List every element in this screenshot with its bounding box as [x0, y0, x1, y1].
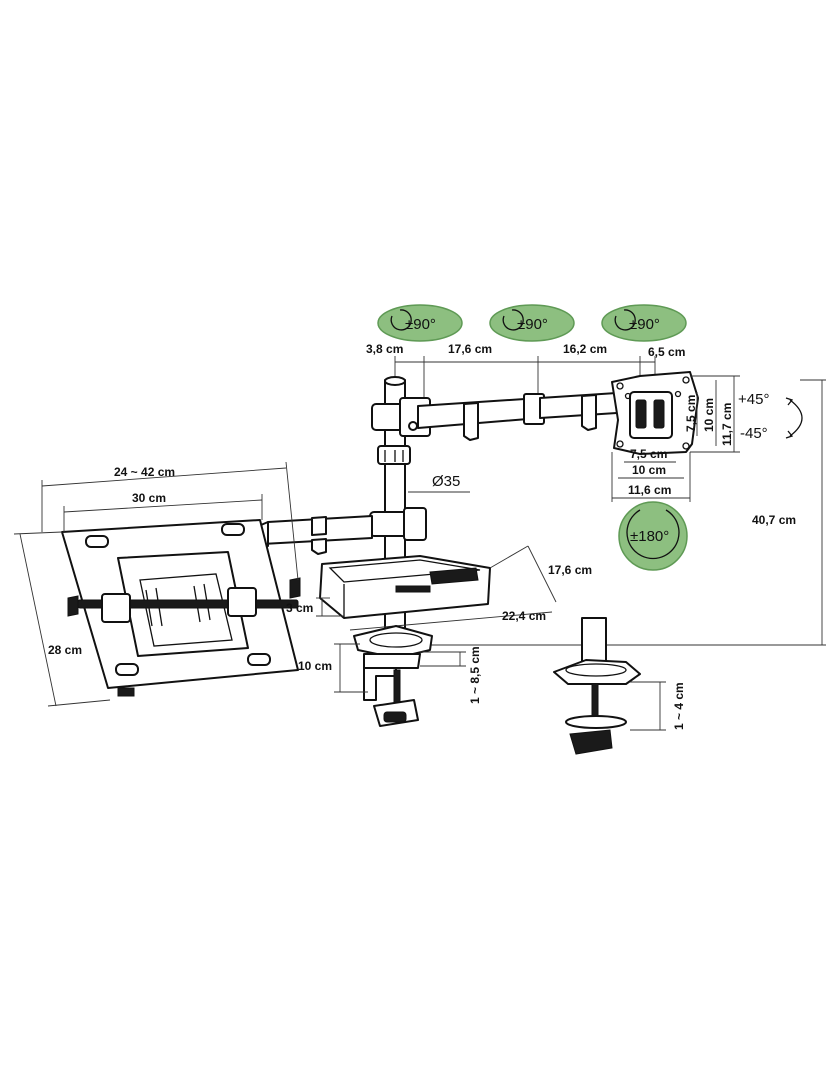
- tray-dims: [316, 545, 557, 631]
- dim-pole-top: 3,8 cm: [366, 342, 403, 356]
- tilt-arrow-icon: [789, 399, 803, 437]
- laptop-dims: [13, 461, 299, 707]
- vesa-plate: [611, 371, 699, 455]
- dim-vesa-10-horizontal: 10 cm: [632, 463, 666, 477]
- dim-tray-width: 22,4 cm: [502, 609, 546, 623]
- tilt-arrow-icon-tail: [785, 430, 794, 439]
- rotate-arrow-icon: [502, 309, 524, 331]
- dim-laptop-depth: 28 cm: [48, 643, 82, 657]
- dim-vesa-10-vertical: 10 cm: [702, 398, 716, 432]
- tilt-down-label: -45°: [740, 425, 768, 442]
- grommet-mount: [553, 617, 641, 755]
- badge-label: ±90°: [517, 316, 548, 333]
- dim-grommet-range: 1 ~ 4 cm: [672, 682, 686, 730]
- dim-arm-outer: 16,2 cm: [563, 342, 607, 356]
- dim-tray-height: 3 cm: [286, 601, 313, 615]
- dim-pole-diameter: Ø35: [432, 473, 460, 490]
- clamp-dims: [334, 643, 466, 693]
- dim-clamp-range: 1 ~ 8,5 cm: [468, 646, 482, 704]
- badge-label: ±90°: [405, 316, 436, 333]
- tilt-arrow-icon-head: [785, 397, 794, 406]
- dim-vesa-7-5-vertical: 7,5 cm: [684, 395, 698, 432]
- badge-label: ±180°: [630, 528, 669, 545]
- dim-clamp-height: 10 cm: [298, 659, 332, 673]
- rotate-arrow-icon: [614, 309, 636, 331]
- rotation-badge-pole: ±90°: [377, 304, 463, 342]
- rotation-badge-elbow: ±90°: [489, 304, 575, 342]
- dim-head-depth: 6,5 cm: [648, 345, 685, 359]
- dim-plate-11-7: 11,7 cm: [720, 403, 734, 446]
- grommet-dims: [630, 681, 666, 731]
- tilt-up-label: +45°: [738, 391, 769, 408]
- rotate-arrow-icon: [626, 509, 680, 560]
- total-height-dim: [430, 379, 826, 646]
- dim-arm-inner: 17,6 cm: [448, 342, 492, 356]
- desk-clamp: [353, 625, 433, 727]
- dim-tray-depth: 17,6 cm: [548, 563, 592, 577]
- rotation-badge-head: ±90°: [601, 304, 687, 342]
- upper-monitor-arm: [371, 391, 633, 441]
- rotation-badge-vesa: ±180°: [618, 501, 688, 571]
- laptop-tray: [61, 519, 301, 697]
- dim-total-height: 40,7 cm: [752, 513, 796, 527]
- vesa-horizontal-dims: [611, 452, 691, 502]
- dim-laptop-width-range: 24 ~ 42 cm: [114, 465, 175, 479]
- dim-laptop-inner-width: 30 cm: [132, 491, 166, 505]
- dim-vesa-7-5-horizontal: 7,5 cm: [630, 447, 667, 461]
- accessory-tray: [319, 555, 491, 619]
- dim-plate-11-6: 11,6 cm: [628, 483, 671, 497]
- badge-label: ±90°: [629, 316, 660, 333]
- rotate-arrow-icon: [390, 309, 412, 331]
- vesa-vertical-dims: [690, 375, 740, 453]
